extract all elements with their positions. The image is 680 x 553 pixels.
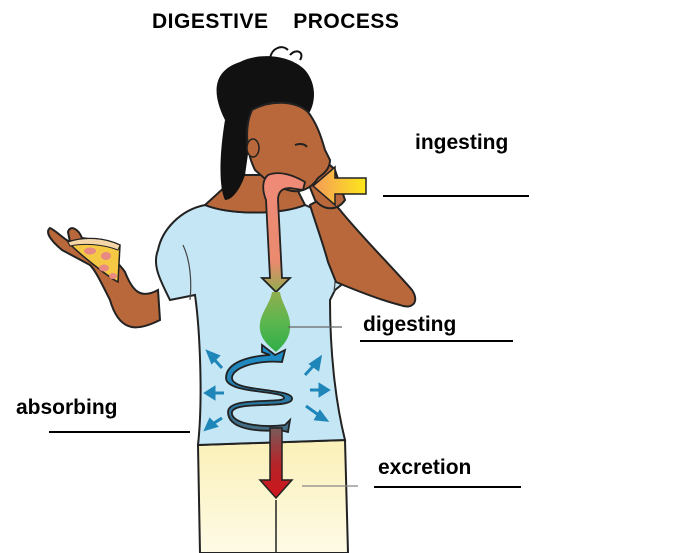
left-arm [47,226,162,329]
label-ingesting: ingesting [415,131,509,154]
face [246,101,332,193]
absorption-arrows [203,349,331,432]
label-absorbing: absorbing [16,396,118,419]
right-arm [308,199,417,308]
ingest-arrow [311,165,367,207]
hair [216,56,314,200]
esophagus [259,172,307,294]
rectum-arrow [258,427,294,500]
stomach [259,292,291,352]
blank-line-ingesting[interactable] [383,195,529,197]
diagram-title: DIGESTIVE PROCESS [152,10,400,33]
label-digesting: digesting [363,313,457,336]
blank-line-digesting[interactable] [360,340,513,342]
small-intestine [225,343,293,434]
blank-line-excretion[interactable] [374,486,521,488]
blank-line-absorbing[interactable] [49,431,190,433]
label-excretion: excretion [378,456,472,479]
